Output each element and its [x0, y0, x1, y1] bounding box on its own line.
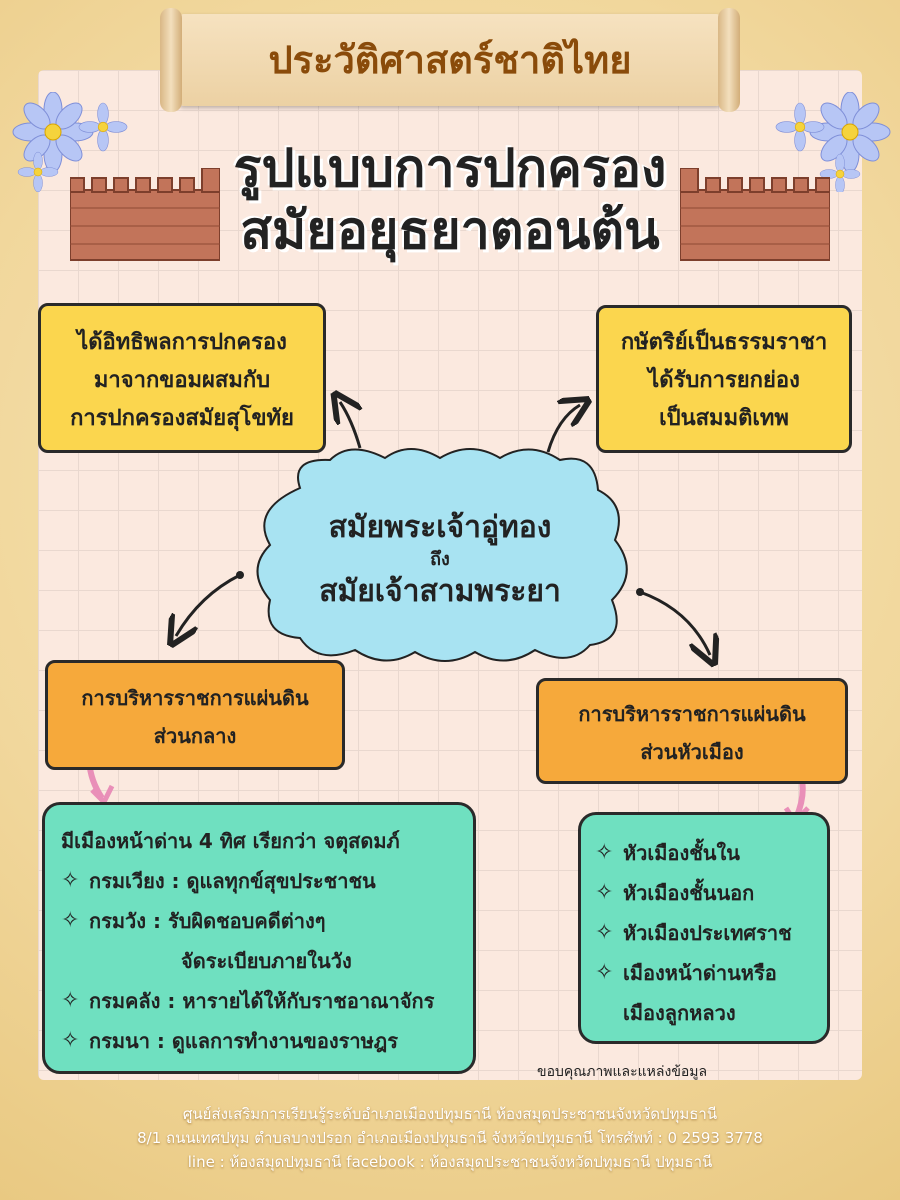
central-admin-box: การบริหารราชการแผ่นดิน ส่วนกลาง [45, 660, 345, 770]
arrow-icon [639, 590, 710, 655]
central-detail-intro: มีเมืองหน้าด่าน 4 ทิศ เรียกว่า จตุสดมภ์ [61, 829, 400, 853]
department-item: กรมวัง : รับผิดชอบคดีต่างๆ [61, 901, 473, 941]
main-title: รูปแบบการปกครอง สมัยอยุธยาตอนต้น [150, 138, 750, 262]
brick-wall-icon [70, 168, 220, 261]
king-line2: ได้รับการยกย่อง [648, 368, 800, 393]
main-title-line1: รูปแบบการปกครอง [233, 139, 667, 199]
provincial-detail-box: หัวเมืองชั้นใน หัวเมืองชั้นนอก หัวเมืองป… [578, 812, 830, 1044]
provincial-admin-line1: การบริหารราชการแผ่นดิน [578, 702, 806, 726]
department-list: กรมเวียง : ดูแลทุกข์สุขประชาชน กรมวัง : … [61, 861, 473, 1061]
provincial-admin-box: การบริหารราชการแผ่นดิน ส่วนหัวเมือง [536, 678, 848, 784]
header-title: ประวัติศาสตร์ชาติไทย [268, 38, 632, 82]
provincial-admin-line2: ส่วนหัวเมือง [640, 740, 744, 764]
center-line3: สมัยเจ้าสามพระยา [319, 574, 561, 609]
brick-wall-icon [680, 168, 830, 261]
influence-line1: ได้อิทธิพลการปกครอง [77, 330, 287, 355]
center-cloud [256, 448, 628, 662]
central-admin-line1: การบริหารราชการแผ่นดิน [81, 686, 309, 710]
flower-icon [12, 92, 128, 192]
arrow-icon [340, 402, 360, 449]
province-item: หัวเมืองชั้นใน [595, 833, 827, 873]
province-item: เมืองหน้าด่านหรือ [595, 953, 827, 993]
credit-text: ขอบคุณภาพและแหล่งข้อมูล [537, 1064, 708, 1080]
arrow-icon [546, 405, 580, 453]
footer-line3: line : ห้องสมุดปทุมธานี facebook : ห้องส… [187, 1153, 713, 1171]
header-scroll: ประวัติศาสตร์ชาติไทย [160, 8, 740, 112]
influence-line2: มาจากขอมผสมกับ [93, 368, 271, 393]
province-item: หัวเมืองประเทศราช [595, 913, 827, 953]
footer-line2: 8/1 ถนนเทศปทุม ตำบลบางปรอก อำเภอเมืองปทุ… [137, 1129, 763, 1147]
footer: ศูนย์ส่งเสริมการเรียนรู้ระดับอำเภอเมืองป… [0, 1102, 900, 1174]
center-line1: สมัยพระเจ้าอู่ทอง [328, 510, 552, 545]
province-list: หัวเมืองชั้นใน หัวเมืองชั้นนอก หัวเมืองป… [595, 833, 827, 1033]
center-line2: ถึง [430, 549, 450, 570]
influence-box: ได้อิทธิพลการปกครอง มาจากขอมผสมกับ การปก… [38, 303, 326, 453]
arrow-icon [176, 573, 241, 636]
central-detail-box: มีเมืองหน้าด่าน 4 ทิศ เรียกว่า จตุสดมภ์ … [42, 802, 476, 1074]
influence-line3: การปกครองสมัยสุโขทัย [70, 406, 294, 431]
footer-line1: ศูนย์ส่งเสริมการเรียนรู้ระดับอำเภอเมืองป… [182, 1105, 718, 1123]
province-item: หัวเมืองชั้นนอก [595, 873, 827, 913]
province-item-cont: เมืองลูกหลวง [623, 1001, 736, 1025]
central-admin-line2: ส่วนกลาง [153, 724, 237, 748]
department-item-cont: จัดระเบียบภายในวัง [181, 949, 352, 973]
department-item: กรมคลัง : หารายได้ให้กับราชอาณาจักร [61, 981, 473, 1021]
king-line1: กษัตริย์เป็นธรรมราชา [620, 330, 828, 355]
center-cloud-text: สมัยพระเจ้าอู่ทอง ถึง สมัยเจ้าสามพระยา [290, 508, 590, 612]
main-title-line2: สมัยอยุธยาตอนต้น [240, 201, 660, 261]
department-item: กรมนา : ดูแลการทำงานของราษฎร [61, 1021, 473, 1061]
king-box: กษัตริย์เป็นธรรมราชา ได้รับการยกย่อง เป็… [596, 305, 852, 453]
king-line3: เป็นสมมติเทพ [659, 406, 789, 431]
department-item: กรมเวียง : ดูแลทุกข์สุขประชาชน [61, 861, 473, 901]
flower-icon [775, 92, 891, 192]
